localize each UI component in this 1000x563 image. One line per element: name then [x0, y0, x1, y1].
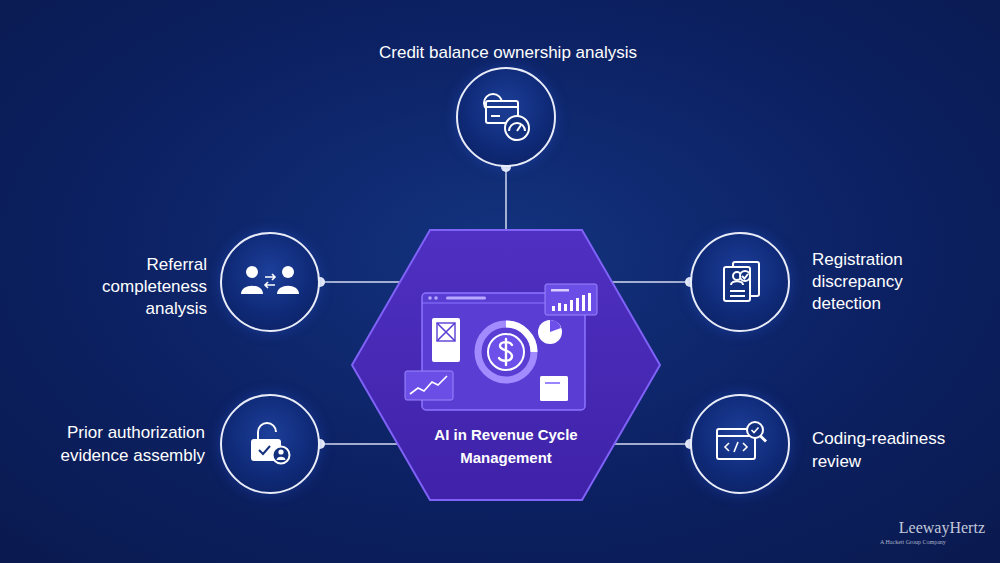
- bar-chart-card: [545, 284, 597, 315]
- topic-circle: Referral completeness analysis: [220, 232, 320, 332]
- registration-icon: [724, 262, 759, 301]
- watermark-logo: LeewayHertz: [880, 519, 985, 537]
- topic-circle: Prior authorization evidence assembly: [220, 394, 320, 494]
- coin-progress: [506, 324, 534, 352]
- doc-card: [540, 376, 568, 401]
- hub-hexagon: AI in Revenue Cycle Management: [350, 230, 662, 502]
- window-bar: [422, 303, 585, 304]
- topic-circle: Credit balance ownership analysis: [456, 67, 556, 167]
- card-title: [551, 289, 569, 292]
- authorization-icon: [252, 423, 290, 464]
- coding-icon: [717, 422, 766, 459]
- connector-line: [320, 443, 398, 445]
- topic-circle: Registration discrepancy detection: [690, 232, 790, 332]
- image-frame: [437, 323, 455, 341]
- watermark-tagline: A Hackett Group Company: [860, 538, 985, 546]
- pie-slice: [550, 320, 561, 332]
- dollar-symbol: [499, 339, 512, 365]
- window-dot: [428, 296, 432, 300]
- pie-chart: [538, 320, 562, 344]
- connector: [614, 439, 695, 449]
- doc-line: [545, 382, 560, 384]
- topic-label: Referral completeness analysis: [87, 254, 207, 320]
- connector-line: [612, 281, 690, 283]
- connector-line: [614, 443, 690, 445]
- connector: [315, 277, 400, 287]
- referral-icon: [241, 266, 299, 294]
- coin-ring: [478, 324, 534, 380]
- connector-line: [505, 167, 507, 230]
- image-panel: [432, 318, 460, 362]
- trend-line: [410, 376, 447, 394]
- topic-label: Credit balance ownership analysis: [308, 42, 708, 64]
- window-address: [446, 297, 486, 300]
- hub-title: AI in Revenue Cycle Management: [421, 423, 591, 469]
- line-chart-card: [405, 371, 453, 400]
- connector: [612, 277, 695, 287]
- topic-circle: Coding-readiness review: [690, 394, 790, 494]
- hexagon-shape: [352, 230, 660, 500]
- coin: [488, 334, 524, 370]
- browser-window: [422, 293, 585, 410]
- topic-label: Registration discrepancy detection: [812, 249, 932, 315]
- connector: [501, 162, 511, 230]
- connector-line: [320, 281, 400, 283]
- bars: [552, 293, 591, 311]
- image-cross: [437, 323, 455, 341]
- connector: [315, 439, 398, 449]
- credit-icon: [484, 94, 529, 140]
- topic-label: Coding-readiness review: [812, 427, 962, 473]
- topic-label: Prior authorization evidence assembly: [35, 421, 205, 467]
- hub-illustration: [405, 284, 597, 410]
- window-dot: [434, 296, 438, 300]
